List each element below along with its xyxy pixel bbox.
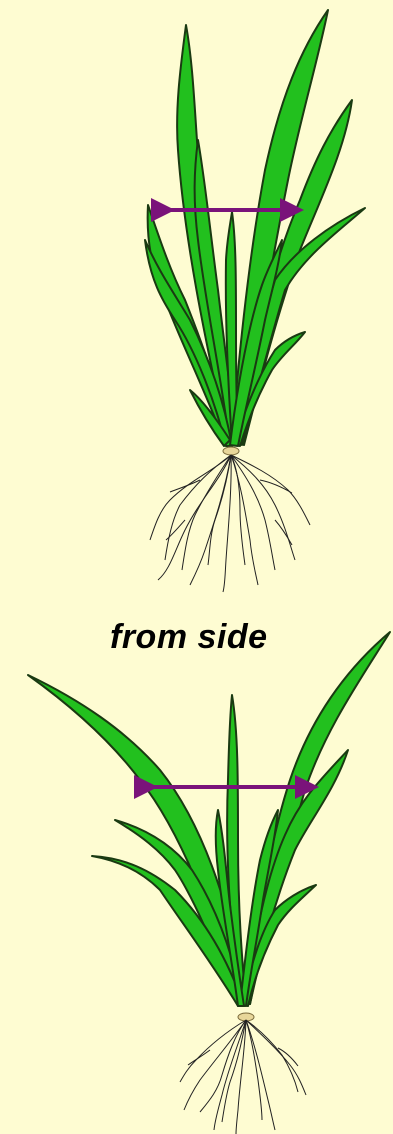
plant-top <box>145 10 365 455</box>
seed <box>223 447 239 455</box>
plant-side <box>28 632 390 1021</box>
roots-side <box>180 1020 306 1134</box>
seed <box>238 1013 254 1021</box>
caption-from-side: from side <box>110 618 340 657</box>
roots-top <box>150 455 310 592</box>
